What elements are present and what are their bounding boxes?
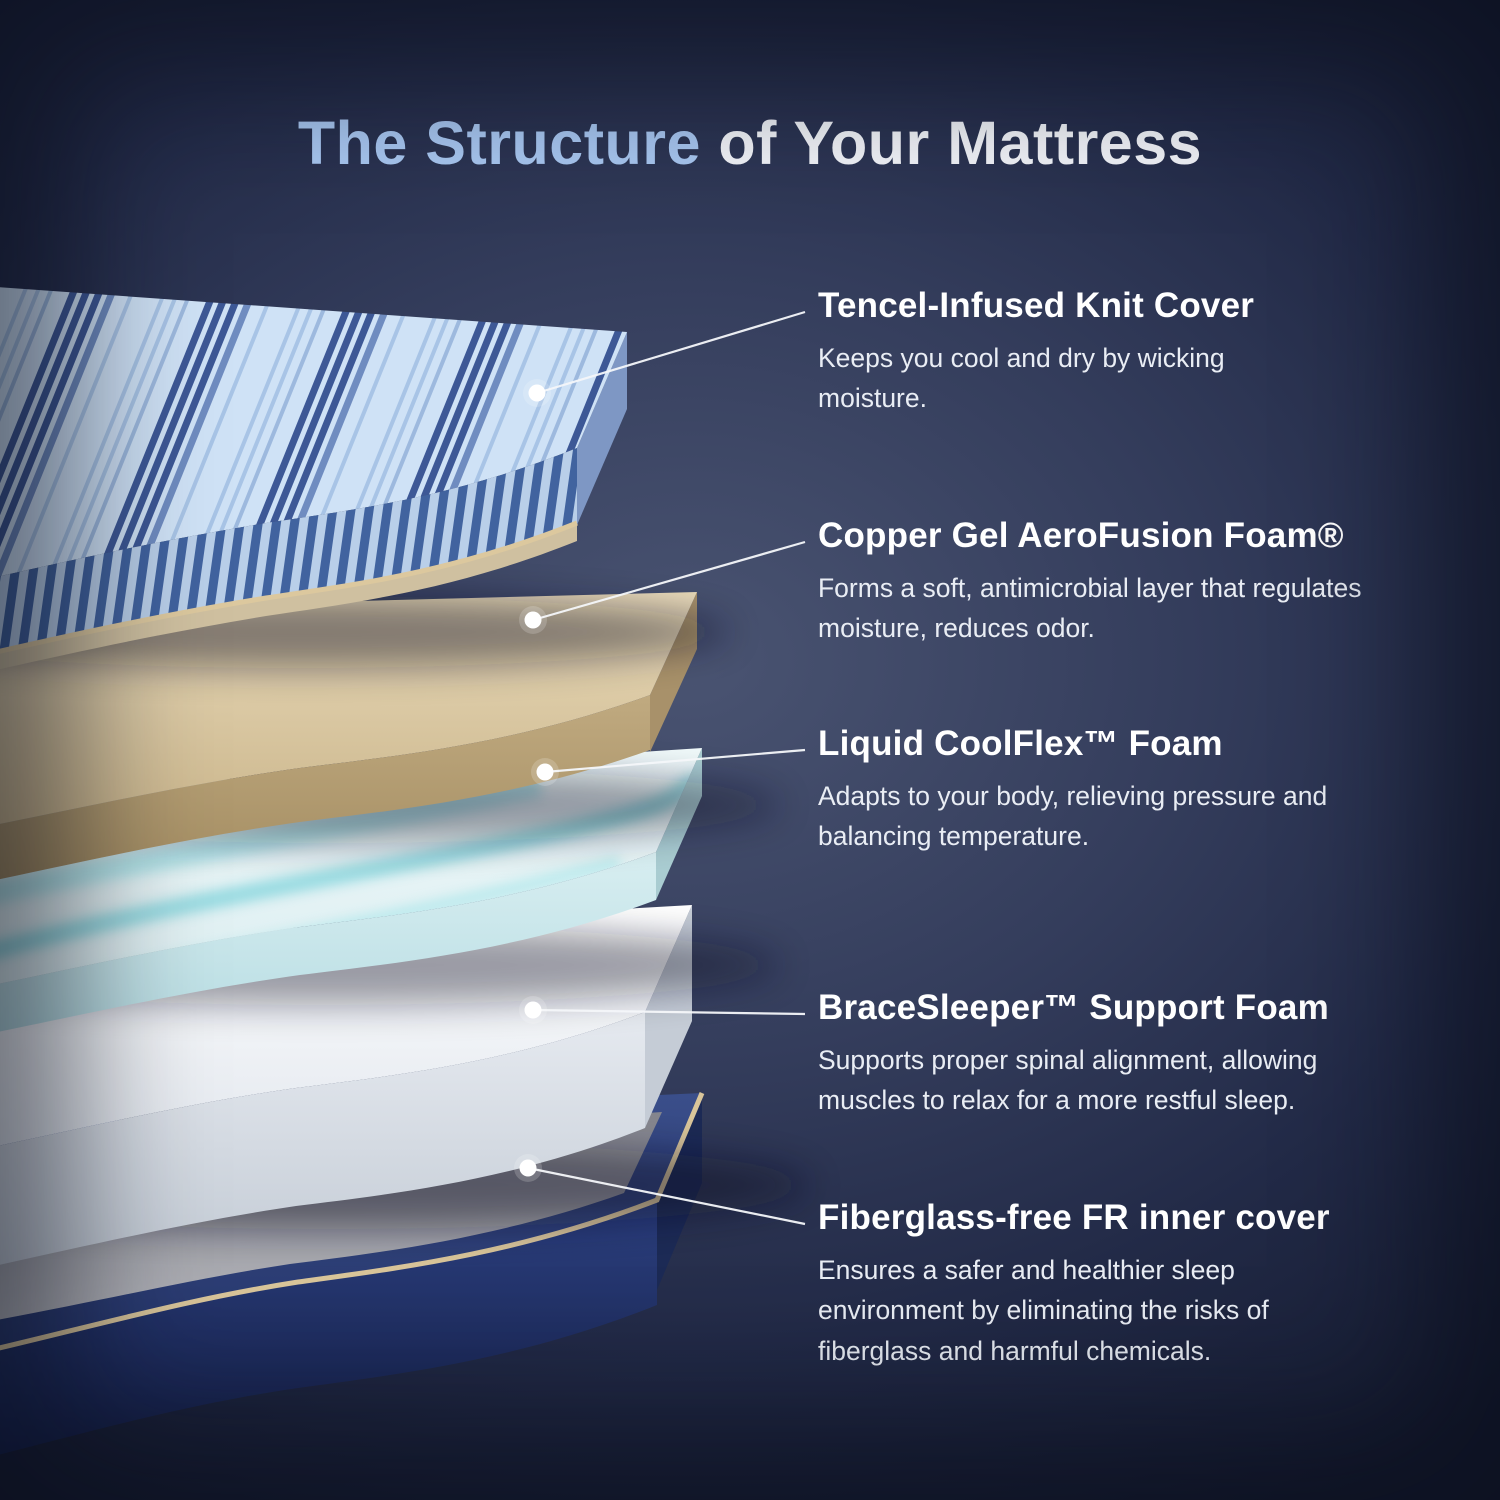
callout-heading-support-foam: BraceSleeper™ Support Foam <box>818 988 1329 1027</box>
callout-line-knit-cover <box>536 310 806 395</box>
callout-line-copper-foam <box>532 540 806 622</box>
title-rest: of Your Mattress <box>700 109 1203 177</box>
callout-dot-copper-foam <box>519 606 547 634</box>
callout-body-knit-cover: Keeps you cool and dry by wicking moistu… <box>818 343 1225 414</box>
callout-dot-coolflex <box>531 758 559 786</box>
callout-line-coolflex <box>544 748 806 774</box>
callout-dot-support-foam <box>519 996 547 1024</box>
callout-body-support-foam: Supports proper spinal alignment, allowi… <box>818 1045 1318 1116</box>
fr-cover-piping <box>0 1092 705 1351</box>
callout-heading-copper-foam: Copper Gel AeroFusion Foam® <box>818 516 1344 555</box>
knit-cover-layer <box>0 287 627 670</box>
callout-knit-cover: Tencel-Infused Knit Cover Keeps you cool… <box>818 286 1288 419</box>
callout-line-fr-cover <box>527 1166 806 1226</box>
callout-dots <box>514 379 559 1182</box>
callout-support-foam: BraceSleeper™ Support Foam Supports prop… <box>818 988 1383 1121</box>
callout-dot-fr-cover <box>514 1154 542 1182</box>
callout-body-fr-cover: Ensures a safer and healthier sleep envi… <box>818 1255 1269 1366</box>
callout-body-copper-foam: Forms a soft, antimicrobial layer that r… <box>818 573 1362 644</box>
callout-dot-knit-cover <box>523 379 551 407</box>
callout-heading-coolflex: Liquid CoolFlex™ Foam <box>818 724 1223 763</box>
callout-lines <box>527 310 806 1226</box>
knit-cover-piping <box>0 520 578 654</box>
title-highlight: The Structure <box>297 109 701 177</box>
callout-heading-knit-cover: Tencel-Infused Knit Cover <box>818 286 1255 325</box>
callout-line-support-foam <box>532 1008 806 1016</box>
callout-body-coolflex: Adapts to your body, relieving pressure … <box>818 781 1328 852</box>
callout-fr-cover: Fiberglass-free FR inner cover Ensures a… <box>818 1198 1343 1371</box>
callout-heading-fr-cover: Fiberglass-free FR inner cover <box>818 1198 1330 1237</box>
callout-coolflex: Liquid CoolFlex™ Foam Adapts to your bod… <box>818 724 1396 857</box>
page-title: The Structure of Your Mattress <box>0 108 1500 178</box>
callout-copper-foam: Copper Gel AeroFusion Foam® Forms a soft… <box>818 516 1443 649</box>
